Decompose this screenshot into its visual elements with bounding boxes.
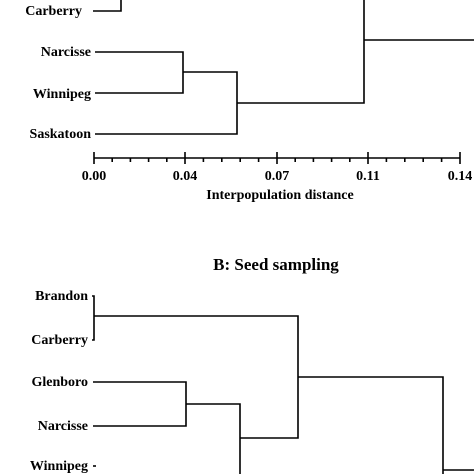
- axis-minor-ticks: [111, 158, 443, 162]
- panel-b-clade-with-winnipeg: [186, 403, 241, 474]
- panel-b-leaf-carberry: Carberry: [31, 333, 88, 348]
- axis-tick-label: 0.11: [356, 169, 380, 184]
- axis-tick-label: 0.07: [265, 169, 290, 184]
- panel-a-leaf-winnipeg: Winnipeg: [33, 87, 91, 102]
- panel-a-dendrogram: Carberry Narcisse Winnipeg Saskatoon 0.0…: [25, 0, 474, 203]
- panel-b-dendrogram: B: Seed sampling Brandon Carberry Glenbo…: [30, 255, 474, 474]
- panel-b-leaf-winnipeg: Winnipeg: [30, 459, 88, 474]
- panel-b-clade-main-join: [94, 315, 299, 439]
- panel-b-leaf-narcisse: Narcisse: [38, 419, 88, 434]
- axis-title: Interpopulation distance: [206, 188, 353, 203]
- panel-b-leaf-brandon: Brandon: [35, 289, 88, 304]
- panel-b-clade-glenboro-narcisse: [93, 381, 187, 427]
- panel-a-distance-axis: 0.00 0.04 0.07 0.11 0.14 Interpopulation…: [82, 152, 473, 203]
- panel-a-branch-carberry: [93, 0, 122, 12]
- panel-a-clade-narcisse-winnipeg: [95, 51, 184, 94]
- panel-a-leaf-saskatoon: Saskatoon: [30, 127, 92, 142]
- panel-b-title: B: Seed sampling: [213, 255, 339, 274]
- panel-a-leaf-narcisse: Narcisse: [41, 45, 91, 60]
- axis-tick-label: 0.04: [173, 169, 198, 184]
- panel-a-clade-upper-join: [237, 0, 365, 104]
- panel-b-leaf-glenboro: Glenboro: [31, 375, 88, 390]
- panel-b-clade-upper-join: [298, 376, 444, 474]
- panel-a-leaf-carberry: Carberry: [25, 4, 82, 19]
- panel-a-clade-with-saskatoon: [95, 71, 238, 135]
- panel-b-clade-brandon-carberry: [92, 295, 95, 341]
- axis-tick-label: 0.14: [448, 169, 473, 184]
- axis-tick-label: 0.00: [82, 169, 107, 184]
